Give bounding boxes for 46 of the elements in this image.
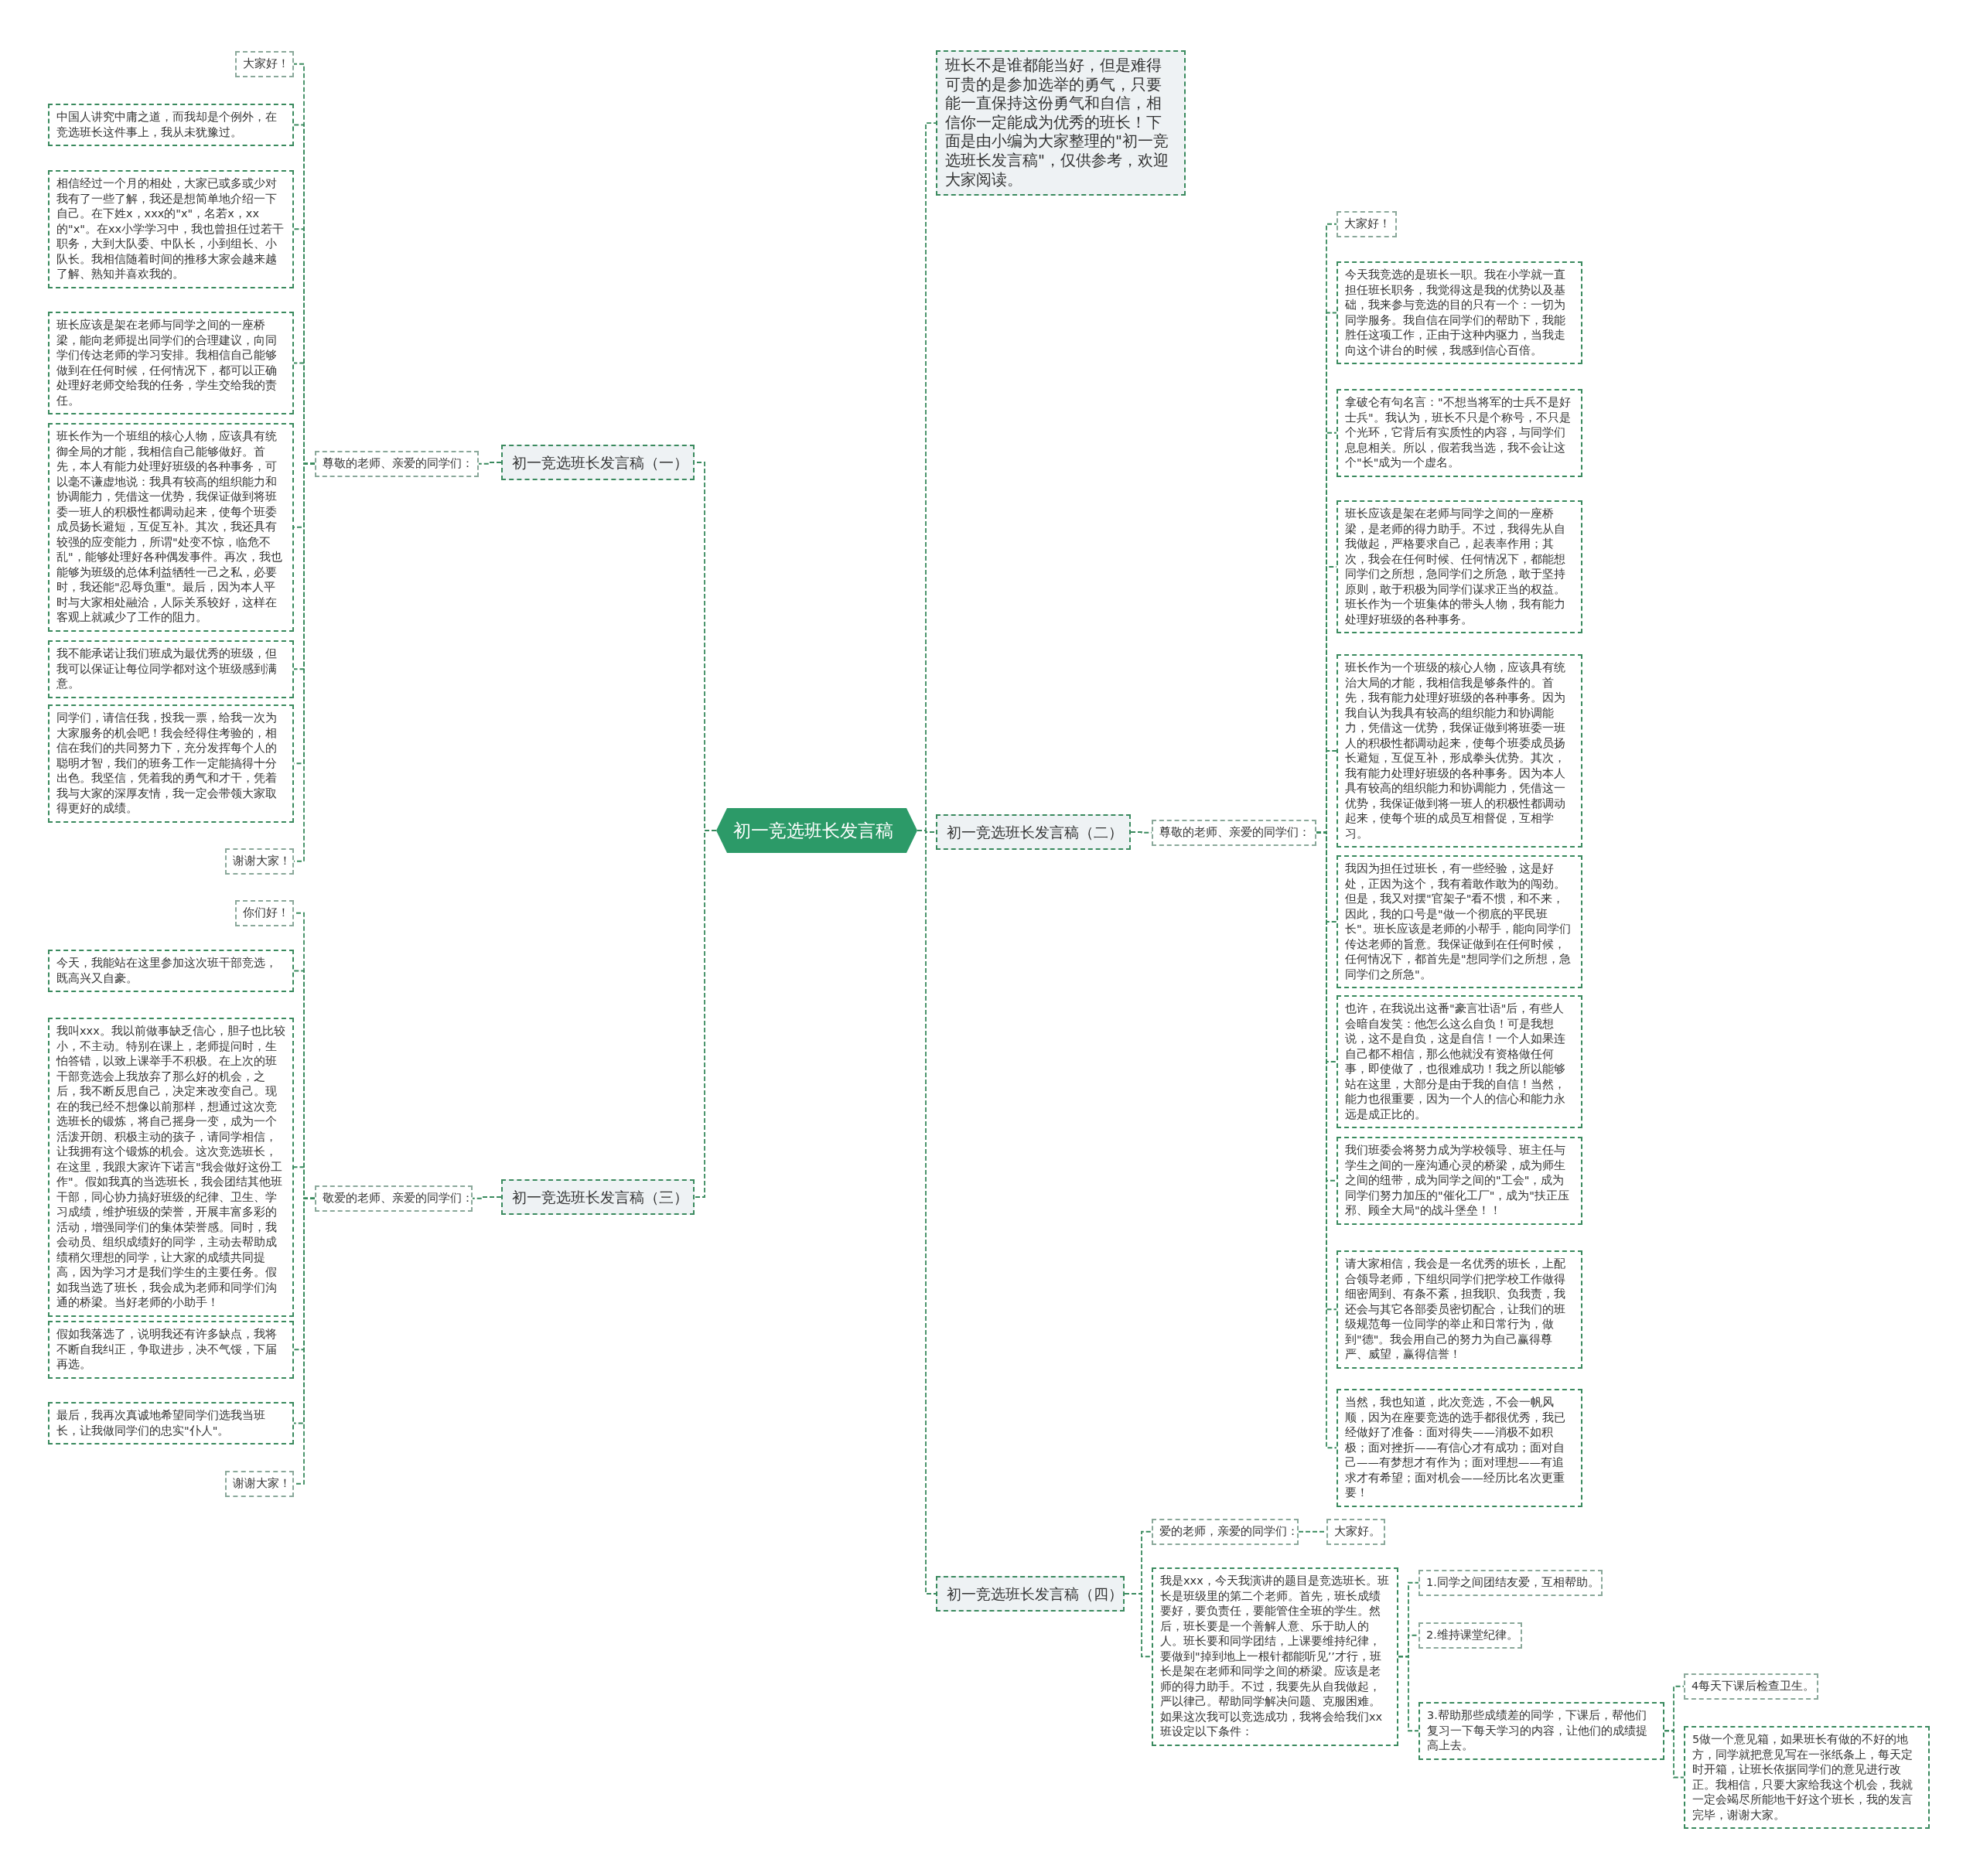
topic-box: 初一竞选班长发言稿（一） xyxy=(501,445,695,480)
connector-line xyxy=(472,1196,502,1199)
text-box: 班长应该是架在老师与同学之间的一座桥梁，是老师的得力助手。不过，我得先从自我做起，严格要求自己，起表率作用；其次，我会在任何时候、任何情况下，都能想同学们之所想，急同学们之所急，敢于坚持原则，敢于积极为同学们谋求正当的权益。班长作为一个班集体的带头人物，我有能力处理好班级的各种事务。 xyxy=(1336,500,1582,633)
text-box: 我是xxx，今天我演讲的题目是竞选班长。班长是班级里的第二个老师。首先，班长成绩要好，要负责任，要能管住全班的学生。然后，班长要是一个善解人意、乐于助人的人。班长要和同学团结，上课要维持纪律，要做到"掉到地上一根针都能听见’’才行，班长是架在老师和同学之间的桥梁。应该是老师的得力助手。不过，我要先从自我做起，严以律己。帮助同学解决问题、克服困难。如果这次我可以竞选成功，我将会给我们xx班设定以下条件： xyxy=(1152,1567,1398,1746)
text-box: 相信经过一个月的相处，大家已或多或少对我有了一些了解，我还是想简单地介绍一下自己。在下姓x，xxx的"x"，名若x，xx的"x"。在xx小学学习中，我也曾担任过若干职务，大到大队委、中队长，小到组长、小队长。我相信随着时间的推移大家会越来越了解、熟知并喜欢我的。 xyxy=(48,170,294,288)
text-box: 今天我竞选的是班长一职。我在小学就一直担任班长职务，我觉得这是我的优势以及基础，我来参与竞选的目的只有一个：一切为同学服务。我自信在同学们的帮助下，我能胜任这项工作，正由于这种内驱力，当我走向这个讲台的时候，我感到信心百倍。 xyxy=(1336,261,1582,364)
text-box: 4每天下课后检查卫生。 xyxy=(1684,1673,1818,1700)
text-box: 敬爱的老师、亲爱的同学们： xyxy=(315,1185,473,1212)
topic-box: 初一竞选班长发言稿（二） xyxy=(936,814,1131,850)
intro-box: 班长不是谁都能当好，但是难得可贵的是参加选举的勇气，只要能一直保持这份勇气和自信，相信你一定能成为优秀的班长！下面是由小编为大家整理的"初一竞选班长发言稿"，仅供参考，欢迎大家阅读。 xyxy=(936,50,1186,196)
text-box: 最后，我再次真诚地希望同学们选我当班长，让我做同学们的忠实"仆人"。 xyxy=(48,1402,294,1445)
text-box: 拿破仑有句名言："不想当将军的士兵不是好士兵"。我认为，班长不只是个称号，不只是个光环，它背后有实质性的内容，与同学们息息相关。所以，假若我当选，我不会让这个"长"成为一个虚名。 xyxy=(1336,389,1582,477)
text-box: 我不能承诺让我们班成为最优秀的班级，但我可以保证让每位同学都对这个班级感到满意。 xyxy=(48,640,294,698)
connector-line xyxy=(1124,1593,1152,1658)
text-box: 假如我落选了，说明我还有许多缺点，我将不断自我纠正，争取进步，决不气馁，下届再选。 xyxy=(48,1321,294,1379)
text-box: 5做一个意见箱，如果班长有做的不好的地方，同学就把意见写在一张纸条上，每天定时开箱，让班长依据同学们的意见进行改正。我相信，只要大家给我这个机会，我就一定会竭尽所能地干好这个班长，我的发言完毕，谢谢大家。 xyxy=(1684,1726,1930,1829)
text-box: 今天，我能站在这里参加这次班干部竞选，既高兴又自豪。 xyxy=(48,950,294,992)
text-box: 1.同学之间团结友爱，互相帮助。 xyxy=(1418,1570,1603,1596)
central-topic: 初一竞选班长发言稿 xyxy=(716,808,917,853)
text-box: 同学们，请信任我，投我一票，给我一次为大家服务的机会吧！我会经得住考验的，相信在我们的共同努力下，充分发挥每个人的聪明才智，我们的班务工作一定能搞得十分出色。我坚信，凭着我的勇气和才干，凭着我与大家的深厚友情，我一定会带领大家取得更好的成绩。 xyxy=(48,704,294,823)
text-box: 班长应该是架在老师与同学之间的一座桥梁，能向老师提出同学们的合理建议，向同学们传达老师的学习安排。我相信自己能够做到在任何时候，任何情况下，都可以正确处理好老师交给我的任务，学生交给我的责任。 xyxy=(48,312,294,414)
text-box: 尊敬的老师、亲爱的同学们： xyxy=(1152,820,1316,846)
topic-box: 初一竞选班长发言稿（三） xyxy=(501,1179,695,1215)
text-box: 谢谢大家！ xyxy=(225,848,294,875)
topic-box: 初一竞选班长发言稿（四） xyxy=(936,1576,1125,1612)
text-box: 爱的老师，亲爱的同学们： xyxy=(1152,1519,1299,1545)
text-box: 我因为担任过班长，有一些经验，这是好处，正因为这个，我有着敢作敢为的闯劲。但是，我又对摆"官架子"看不惯，和不来，因此，我的口号是"做一个彻底的平民班长"。班长应该是老师的小帮手，能向同学们传达老师的旨意。我保证做到在任何时候，任何情况下，都首先是"想同学们之所想，急同学们之所急"。 xyxy=(1336,855,1582,988)
connector-line xyxy=(1398,1656,1419,1732)
text-box: 大家好。 xyxy=(1326,1519,1385,1545)
connector-line xyxy=(478,462,502,465)
connector-line xyxy=(1664,1730,1685,1779)
text-box: 3.帮助那些成绩差的同学，下课后，帮他们复习一下每天学习的内容，让他们的成绩提高上去。 xyxy=(1418,1702,1664,1760)
text-box: 大家好！ xyxy=(235,51,294,77)
text-box: 我们班委会将努力成为学校领导、班主任与学生之间的一座沟通心灵的桥梁，成为师生之间的纽带，成为同学之间的"工会"，成为同学们努力加压的"催化工厂"，成为"扶正压邪、顾全大局"的战斗堡垒！！ xyxy=(1336,1137,1582,1225)
text-box: 班长作为一个班组的核心人物，应该具有统御全局的才能，我相信自己能够做好。首先，本人有能力处理好班级的各种事务，可以毫不谦虚地说：我具有较高的组织能力和协调能力，凭借这一优势，我保证做到将班委一班人的积极性都调动起来，使每个班委成员扬长避短，互促互补。其次，我还具有较强的应变能力，所谓"处变不惊，临危不乱"，能够处理好各种偶发事件。再次，我也能够为班级的总体利益牺牲一己之私，必要时，我还能"忍辱负重"。最后，因为本人平时与大家相处融洽，人际关系较好，这样在客观上就减少了工作的阻力。 xyxy=(48,423,294,632)
text-box: 请大家相信，我会是一名优秀的班长，上配合领导老师，下组织同学们把学校工作做得细密周到、有条不紊，担我职、负我责，我还会与其它各部委员密切配合，让我们的班级规范每一位同学的举止和日常行为，做到"德"。我会用自己的努力为自己赢得尊严、威望，赢得信誉！ xyxy=(1336,1250,1582,1369)
text-box: 我叫xxx。我以前做事缺乏信心，胆子也比较小，不主动。特别在课上，老师提问时，生怕答错，以致上课举手不积极。在上次的班干部竞选会上我放弃了那么好的机会，之后，我不断反思自己，决定来改变自己。现在的我已经不想像以前那样，想通过这次竞选班长的锻炼，将自己摇身一变，成为一个活泼开朗、积极主动的孩子，请同学相信，让我拥有这个锻炼的机会。这次竞选班长，在这里，我跟大家许下诺言"我会做好这份工作"。假如我真的当选班长，我会团结其他班干部，同心协力搞好班级的纪律、卫生、学习成绩，维护班级的荣誉，开展丰富多彩的活动，增强同学们的集体荣誉感。同时，我会动员、组织成绩好的同学，主动去帮助成绩稍欠理想的同学，让大家的成绩共同提高，因为学习才是我们学生的主要任务。假如我当选了班长，我会成为老师和同学们沟通的桥梁。当好老师的小助手！ xyxy=(48,1018,294,1317)
text-box: 尊敬的老师、亲爱的同学们： xyxy=(315,451,479,477)
text-box: 谢谢大家！ xyxy=(225,1471,294,1497)
text-box: 班长作为一个班级的核心人物，应该具有统治大局的才能，我相信我是够条件的。首先，我有能力处理好班级的各种事务。因为我自认为我具有较高的组织能力和协调能力，凭借这一优势，我保证做到将班委一班人的积极性都调动起来，使每个班委成员扬长避短，互促互补，形成拳头优势。其次，我有能力处理好班级的各种事务。因为本人具有较高的组织能力和协调能力，凭借这一优势，我保证做到将一班人的积极性都调动起来，使每个班的成员互相督促，互相学习。 xyxy=(1336,654,1582,848)
text-box: 大家好！ xyxy=(1336,211,1397,237)
text-box: 当然，我也知道，此次竞选，不会一帆风顺，因为在座要竞选的选手都很优秀，我已经做好了准备：面对得失——消极不如积极；面对挫折——有信心才有成功；面对自己——有梦想才有作为；面对理想——有追求才有希望；面对机会——经历比名次更重要！ xyxy=(1336,1389,1582,1507)
text-box: 2.维持课堂纪律。 xyxy=(1418,1622,1522,1649)
text-box: 你们好！ xyxy=(235,900,294,926)
text-box: 也许，在我说出这番"豪言壮语"后，有些人会暗自发笑：他怎么这么自负！可是我想说，这不是自负，这是自信！一个人如果连自己都不相信，那么他就没有资格做任何事，即使做了，也很难成功！我之所以能够站在这里，大部分是由于我的自信！当然，能力也很重要，因为一个人的信心和能力永远是成正比的。 xyxy=(1336,995,1582,1128)
text-box: 中国人讲究中庸之道，而我却是个例外，在竞选班长这件事上，我从未犹豫过。 xyxy=(48,104,294,146)
